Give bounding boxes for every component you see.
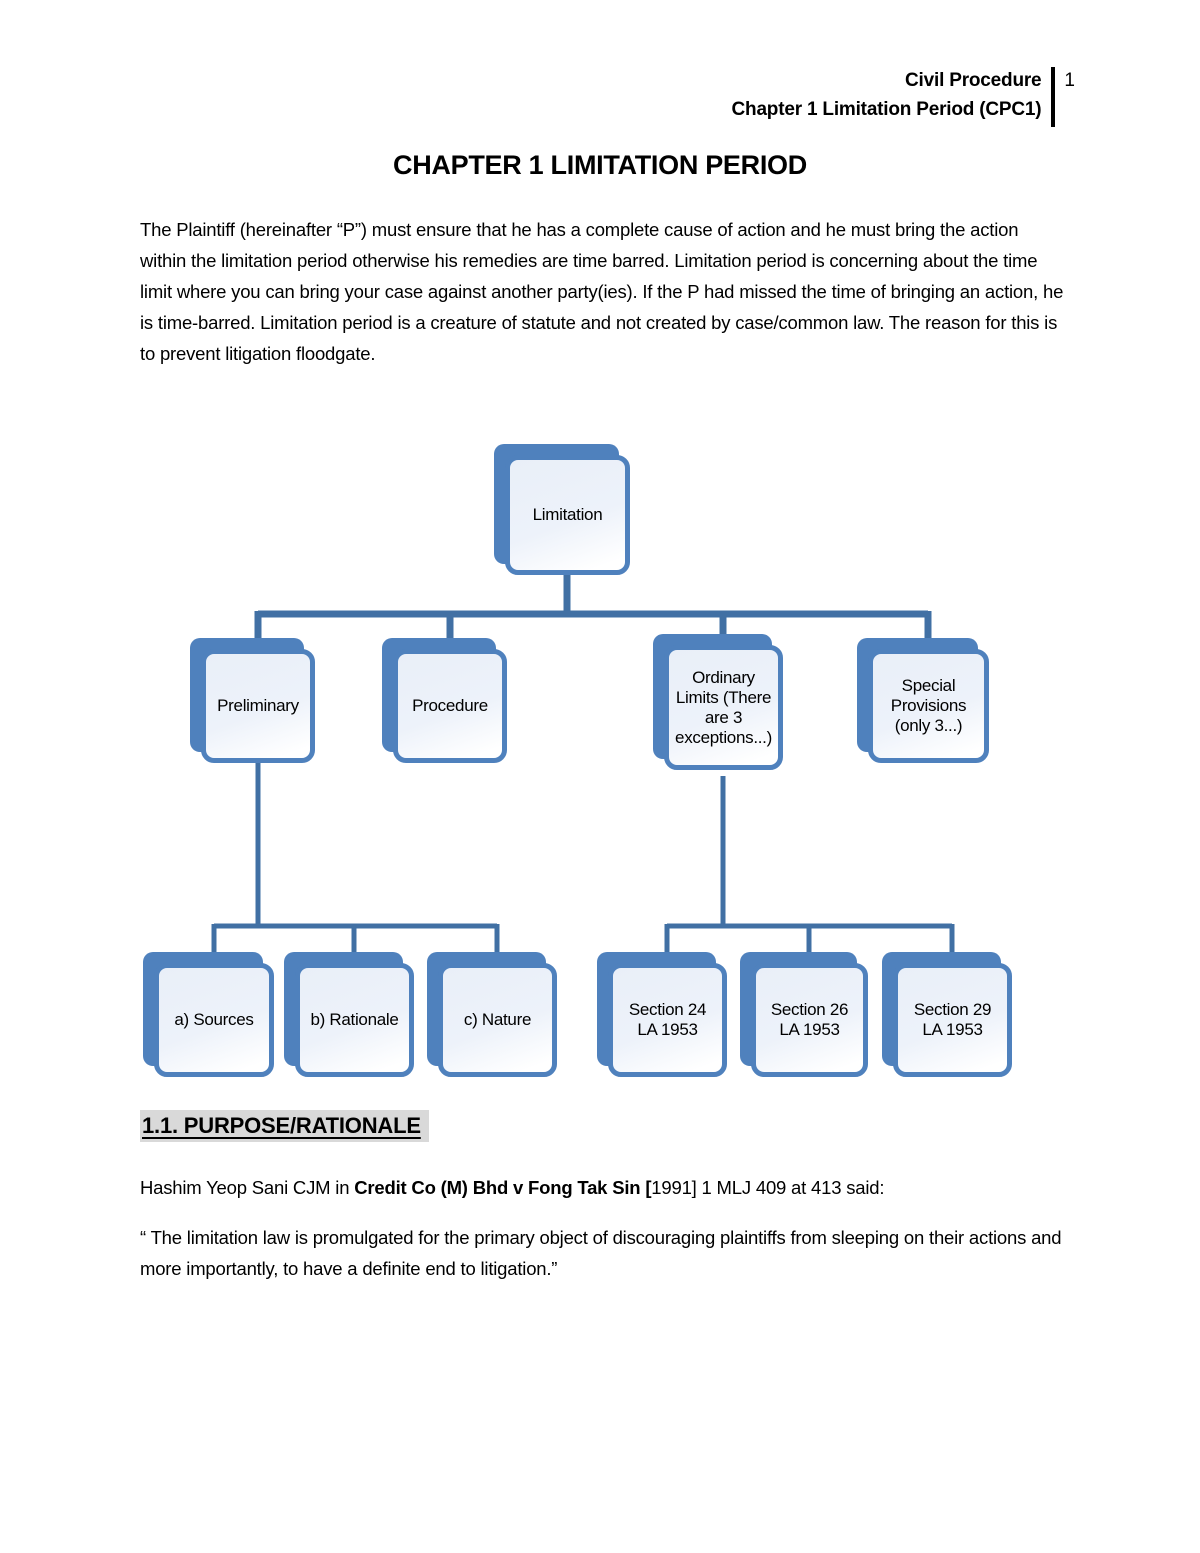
case-prefix: Hashim Yeop Sani CJM in [140, 1177, 355, 1198]
node-label: a) Sources [174, 1010, 254, 1029]
diagram-node-ordinary-limits: Ordinary Limits (There are 3 exceptions.… [653, 634, 783, 770]
node-face: b) Rationale [295, 963, 414, 1077]
header-text: Civil Procedure Chapter 1 Limitation Per… [732, 66, 1042, 124]
diagram-node-procedure: Procedure [382, 638, 507, 763]
section-heading-row: 1.1. PURPOSE/RATIONALE [140, 1110, 429, 1142]
diagram-node-limitation: Limitation [494, 444, 630, 575]
case-name: Credit Co (M) Bhd v Fong Tak Sin [ [354, 1177, 652, 1198]
node-label: Procedure [412, 696, 488, 715]
node-face: Procedure [393, 649, 507, 763]
node-label: Section 26 LA 1953 [770, 1000, 849, 1039]
node-face: Limitation [505, 455, 630, 575]
diagram-node-section-29: Section 29 LA 1953 [882, 952, 1012, 1077]
diagram-node-preliminary: Preliminary [190, 638, 315, 763]
node-label: Preliminary [217, 696, 299, 715]
node-face: Special Provisions (only 3...) [868, 649, 989, 763]
diagram-node-rationale: b) Rationale [284, 952, 414, 1077]
header-divider [1051, 67, 1056, 127]
page-header: Civil Procedure Chapter 1 Limitation Per… [732, 66, 1075, 127]
node-face: c) Nature [438, 963, 557, 1077]
node-face: Preliminary [201, 649, 315, 763]
node-label: b) Rationale [310, 1010, 399, 1029]
node-label: Limitation [532, 505, 603, 524]
node-face: a) Sources [154, 963, 274, 1077]
chapter-title: CHAPTER 1 LIMITATION PERIOD [393, 150, 807, 180]
diagram-node-sources: a) Sources [143, 952, 274, 1077]
node-label: Section 24 LA 1953 [628, 1000, 707, 1039]
node-label: Special Provisions (only 3...) [890, 676, 967, 735]
header-course-title: Civil Procedure [905, 70, 1042, 91]
node-label: c) Nature [463, 1010, 532, 1029]
diagram-node-special-provisions: Special Provisions (only 3...) [857, 638, 989, 763]
diagram-node-nature: c) Nature [427, 952, 557, 1077]
node-label: Ordinary Limits (There are 3 exceptions.… [675, 667, 772, 747]
node-face: Section 24 LA 1953 [608, 963, 727, 1077]
diagram-node-section-26: Section 26 LA 1953 [740, 952, 868, 1077]
case-citation: 1991] 1 MLJ 409 at 413 said: [651, 1177, 885, 1198]
node-face: Section 26 LA 1953 [751, 963, 868, 1077]
page-number: 1 [1064, 70, 1075, 91]
node-label: Section 29 LA 1953 [913, 1000, 992, 1039]
case-reference: Hashim Yeop Sani CJM in Credit Co (M) Bh… [140, 1172, 1068, 1203]
section-heading: 1.1. PURPOSE/RATIONALE [140, 1110, 429, 1142]
quotation: “ The limitation law is promulgated for … [140, 1227, 1062, 1279]
diagram-node-section-24: Section 24 LA 1953 [597, 952, 727, 1077]
intro-paragraph: The Plaintiff (hereinafter “P”) must ens… [140, 219, 1064, 364]
node-face: Section 29 LA 1953 [893, 963, 1012, 1077]
header-chapter-title: Chapter 1 Limitation Period (CPC1) [731, 99, 1042, 120]
node-face: Ordinary Limits (There are 3 exceptions.… [664, 645, 783, 770]
